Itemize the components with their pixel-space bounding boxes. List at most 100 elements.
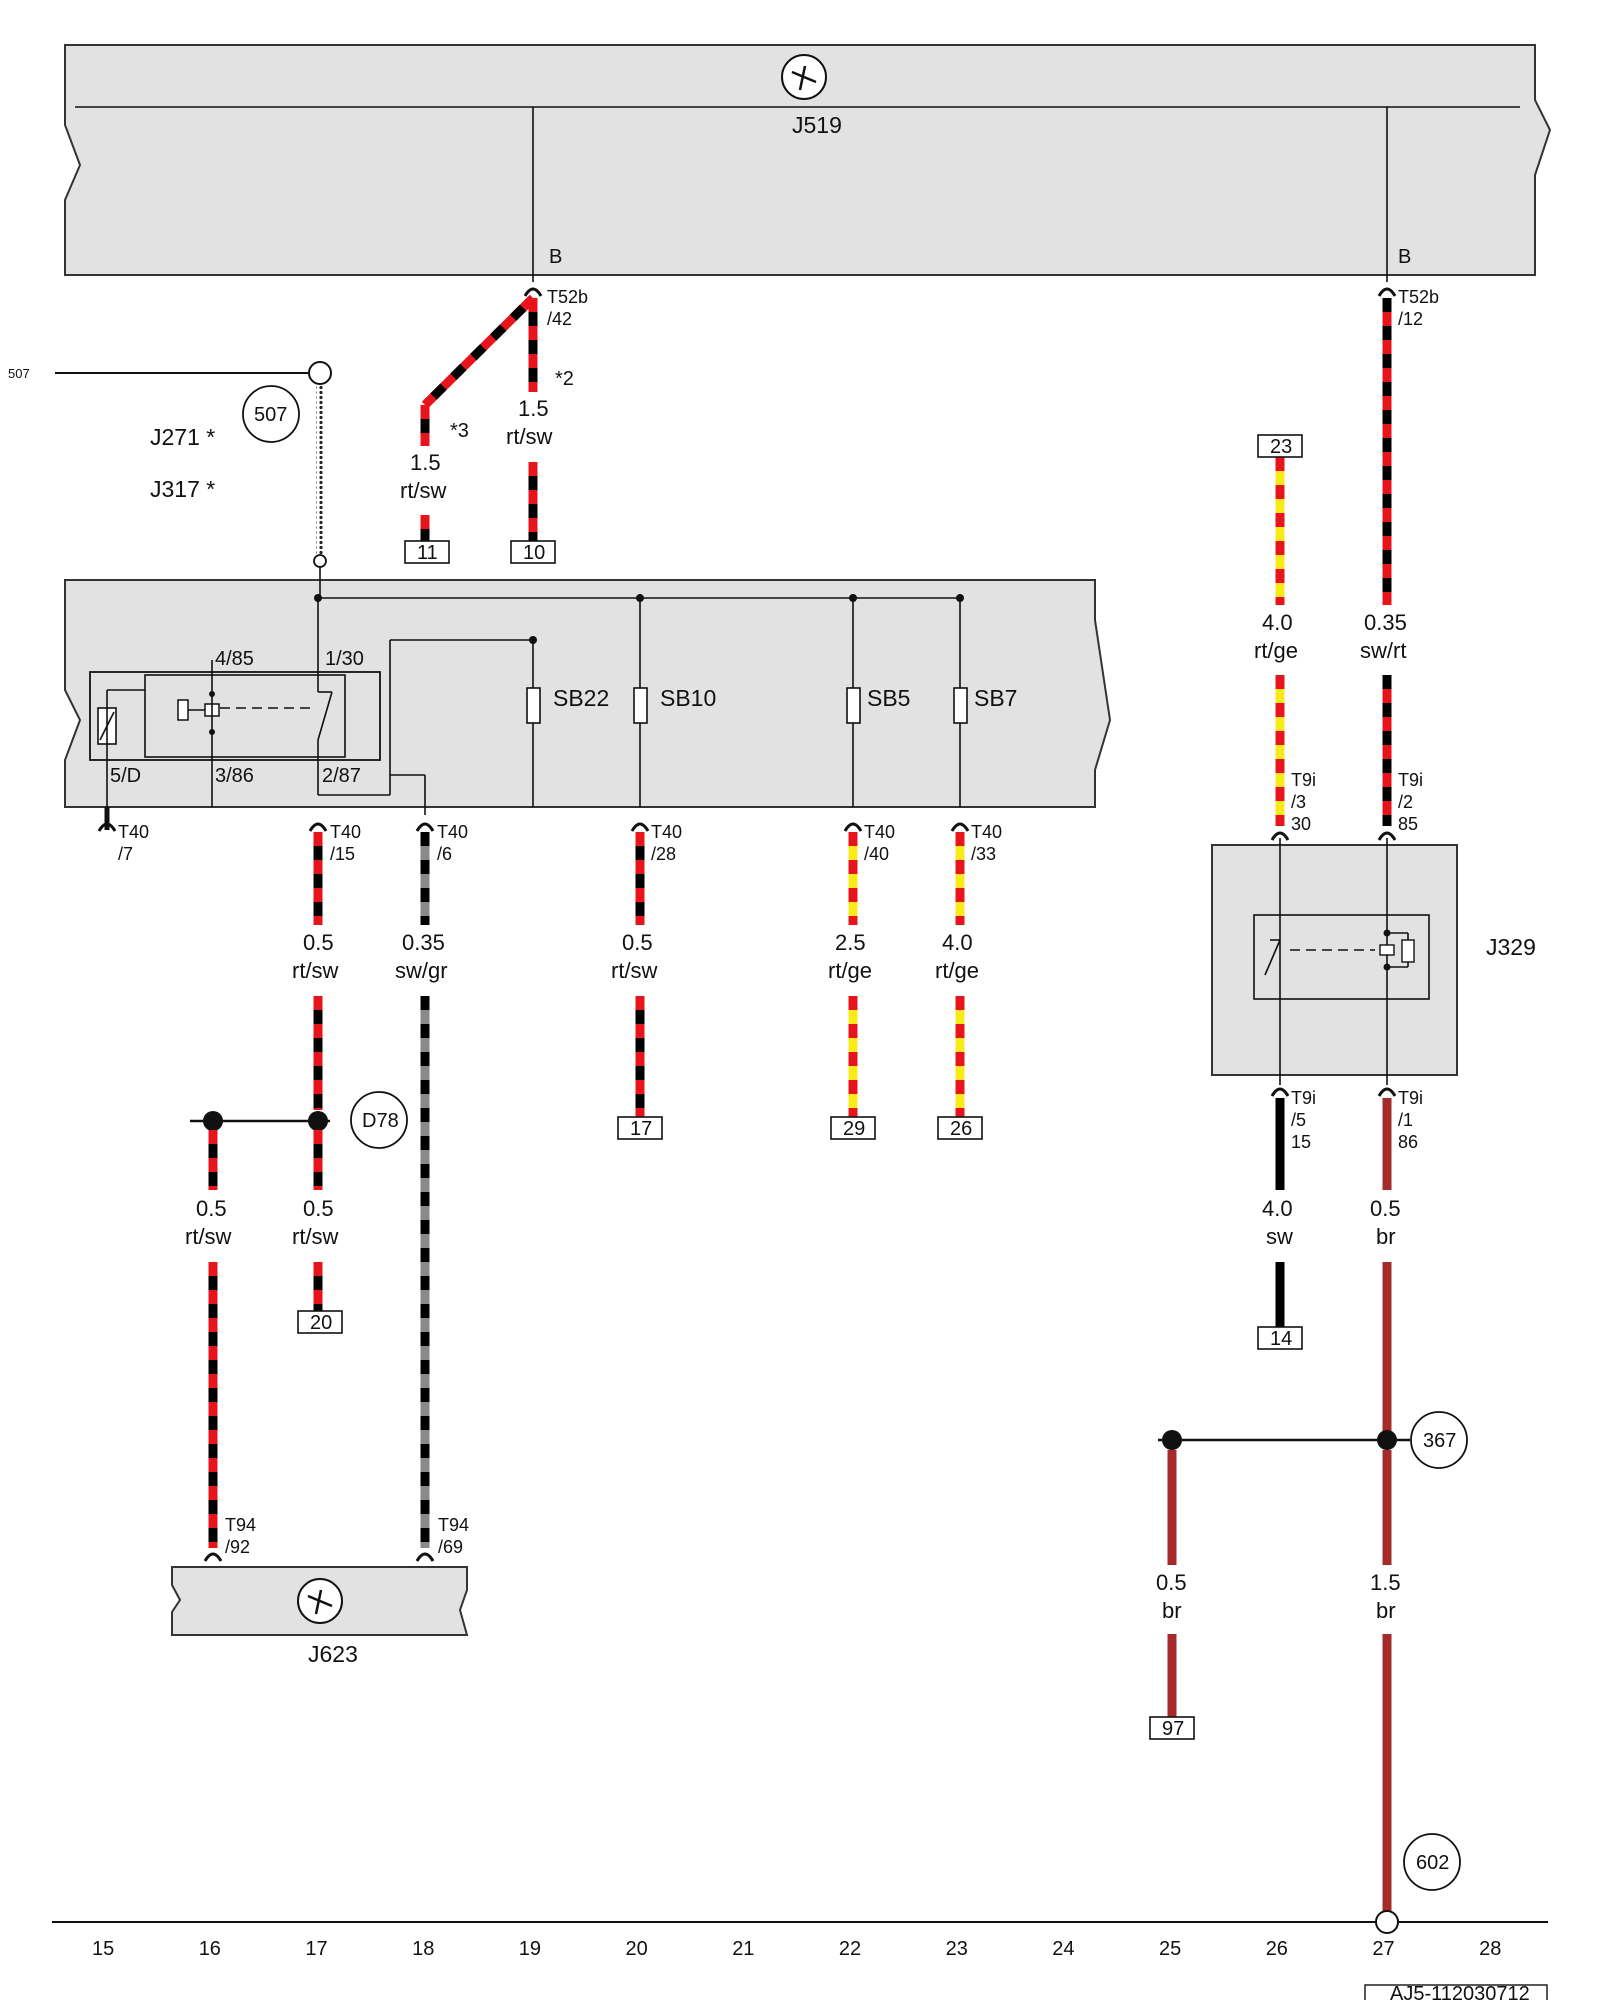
wire-size-28: 0.5 — [622, 930, 653, 955]
conn-t9i-5-c: 15 — [1291, 1132, 1311, 1152]
conn-t40-15-b: /15 — [330, 844, 355, 864]
ruler-label-19: 19 — [519, 1938, 541, 1960]
wire-size-swrt: 0.35 — [1364, 610, 1407, 635]
relay-housing — [89, 671, 381, 761]
relay-carrier-box: 4/85 1/30 5/D 3/86 2/87 SB22 SB10 SB5 SB… — [64, 579, 1112, 815]
ruler-label-23: 23 — [946, 1938, 968, 1960]
wire-color-23: rt/ge — [1254, 638, 1298, 663]
wire-color-16: rt/sw — [185, 1224, 232, 1249]
left-507-ref: 507 — [8, 366, 30, 381]
ref-17: 17 — [630, 1118, 652, 1140]
pin-t52b-42-cap — [523, 287, 543, 297]
pin-t40-28-cap — [630, 822, 650, 832]
wires-layer — [97, 287, 1410, 1911]
pin-t9i-2-cap — [1377, 831, 1397, 841]
wire-size-3: 1.5 — [410, 450, 441, 475]
fuse-sb5-label: SB5 — [867, 685, 910, 711]
conn-t94-69-b: /69 — [438, 1537, 463, 1557]
fuse-sb7-icon — [953, 687, 968, 724]
wire-size-2: 1.5 — [518, 396, 549, 421]
pin-t52b-12-cap — [1377, 287, 1397, 297]
pin-t94-69-cap — [415, 1552, 435, 1562]
wire-size-16: 0.5 — [196, 1196, 227, 1221]
wire-size-23: 4.0 — [1262, 610, 1293, 635]
fuse-sb22-label: SB22 — [553, 685, 609, 711]
conn-t9i-5-a: T9i — [1291, 1088, 1316, 1108]
wire-labels: *3 1.5 rt/sw *2 1.5 rt/sw 4.0 rt/ge 0.35… — [185, 368, 1407, 1623]
ground-terminal-602 — [1375, 1910, 1399, 1934]
pin-b-left-label: B — [549, 246, 562, 268]
ref-10: 10 — [523, 542, 545, 564]
fuse-sb5-icon — [846, 687, 861, 724]
conn-t9i-3-c: 30 — [1291, 814, 1311, 834]
conn-t40-7-b: /7 — [118, 844, 133, 864]
conn-t40-7-a: T40 — [118, 822, 149, 842]
ruler-label-16: 16 — [199, 1938, 221, 1960]
ruler-label-21: 21 — [732, 1938, 754, 1960]
ref-29: 29 — [843, 1118, 865, 1140]
wire-size-17b: 0.5 — [303, 1196, 334, 1221]
conn-t40-6-b: /6 — [437, 844, 452, 864]
ruler-label-28: 28 — [1479, 1938, 1501, 1960]
wire-color-br1: br — [1376, 1224, 1396, 1249]
wire-color-swrt: sw/rt — [1360, 638, 1406, 663]
wire-size-15: 0.5 — [303, 930, 334, 955]
conn-t40-33-b: /33 — [971, 844, 996, 864]
splice-d78-left-dot — [203, 1111, 223, 1131]
wire-3-diagonal — [421, 294, 537, 409]
wire-color-15: rt/sw — [292, 958, 339, 983]
relay-pin-2-87: 2/87 — [322, 765, 361, 787]
conn-t9i-2-c: 85 — [1398, 814, 1418, 834]
relay-pin-4-85: 4/85 — [215, 648, 254, 670]
ruler-label-18: 18 — [412, 1938, 434, 1960]
braided-wire — [316, 384, 323, 555]
j329-relay: J329 — [1211, 838, 1536, 1085]
conn-t40-6-a: T40 — [437, 822, 468, 842]
wire-size-br1: 0.5 — [1370, 1196, 1401, 1221]
ref-23: 23 — [1270, 436, 1292, 458]
relay-pin-3-86: 3/86 — [215, 765, 254, 787]
wire-size-br2: 0.5 — [1156, 1570, 1187, 1595]
ruler-label-26: 26 — [1266, 1938, 1288, 1960]
conn-t9i-1-a: T9i — [1398, 1088, 1423, 1108]
conn-t9i-3-b: /3 — [1291, 792, 1306, 812]
conn-t94-69-a: T94 — [438, 1515, 469, 1535]
pin-t40-15-cap — [308, 822, 328, 832]
pin-t9i-5-cap — [1270, 1087, 1290, 1097]
splice-d78-right-dot — [308, 1111, 328, 1131]
ref-11: 11 — [417, 542, 438, 564]
j519-control-unit: J519 B B — [64, 44, 1552, 282]
j623-label: J623 — [308, 1641, 358, 1667]
wire-color-br3: br — [1376, 1598, 1396, 1623]
j329-label: J329 — [1486, 934, 1536, 960]
ruler-label-27: 27 — [1372, 1938, 1394, 1960]
relay-coil-icon — [177, 699, 189, 721]
j317-label: J317 * — [150, 476, 215, 502]
splice-367-right-dot — [1377, 1430, 1397, 1450]
ruler-label-15: 15 — [92, 1938, 114, 1960]
wire-color-2: rt/sw — [506, 424, 553, 449]
conn-t52b-12-a: T52b — [1398, 287, 1439, 307]
wire-color-sw: sw — [1266, 1224, 1293, 1249]
wire-color-br2: br — [1162, 1598, 1182, 1623]
ref-26: 26 — [950, 1118, 972, 1140]
fuse-sb10-label: SB10 — [660, 685, 716, 711]
pin-t9i-3-cap — [1270, 831, 1290, 841]
ref-20: 20 — [310, 1312, 332, 1334]
conn-t9i-2-b: /2 — [1398, 792, 1413, 812]
node-602: 602 — [1416, 1852, 1449, 1874]
pin-t40-40-cap — [843, 822, 863, 832]
j271-label: J271 * — [150, 424, 215, 450]
relay-pin-5-d: 5/D — [110, 765, 141, 787]
pin-t94-92-cap — [203, 1552, 223, 1562]
wire-size-33: 4.0 — [942, 930, 973, 955]
connector-labels: T52b /42 T52b /12 T40 /7 T40 /15 T40 /6 … — [118, 287, 1439, 1557]
wire-note-2: *2 — [555, 368, 574, 390]
wire-color-17b: rt/sw — [292, 1224, 339, 1249]
wire-size-6: 0.35 — [402, 930, 445, 955]
pin-t40-6-cap — [415, 822, 435, 832]
ruler-label-20: 20 — [626, 1938, 648, 1960]
wire-color-28: rt/sw — [611, 958, 658, 983]
conn-t9i-5-b: /5 — [1291, 1110, 1306, 1130]
